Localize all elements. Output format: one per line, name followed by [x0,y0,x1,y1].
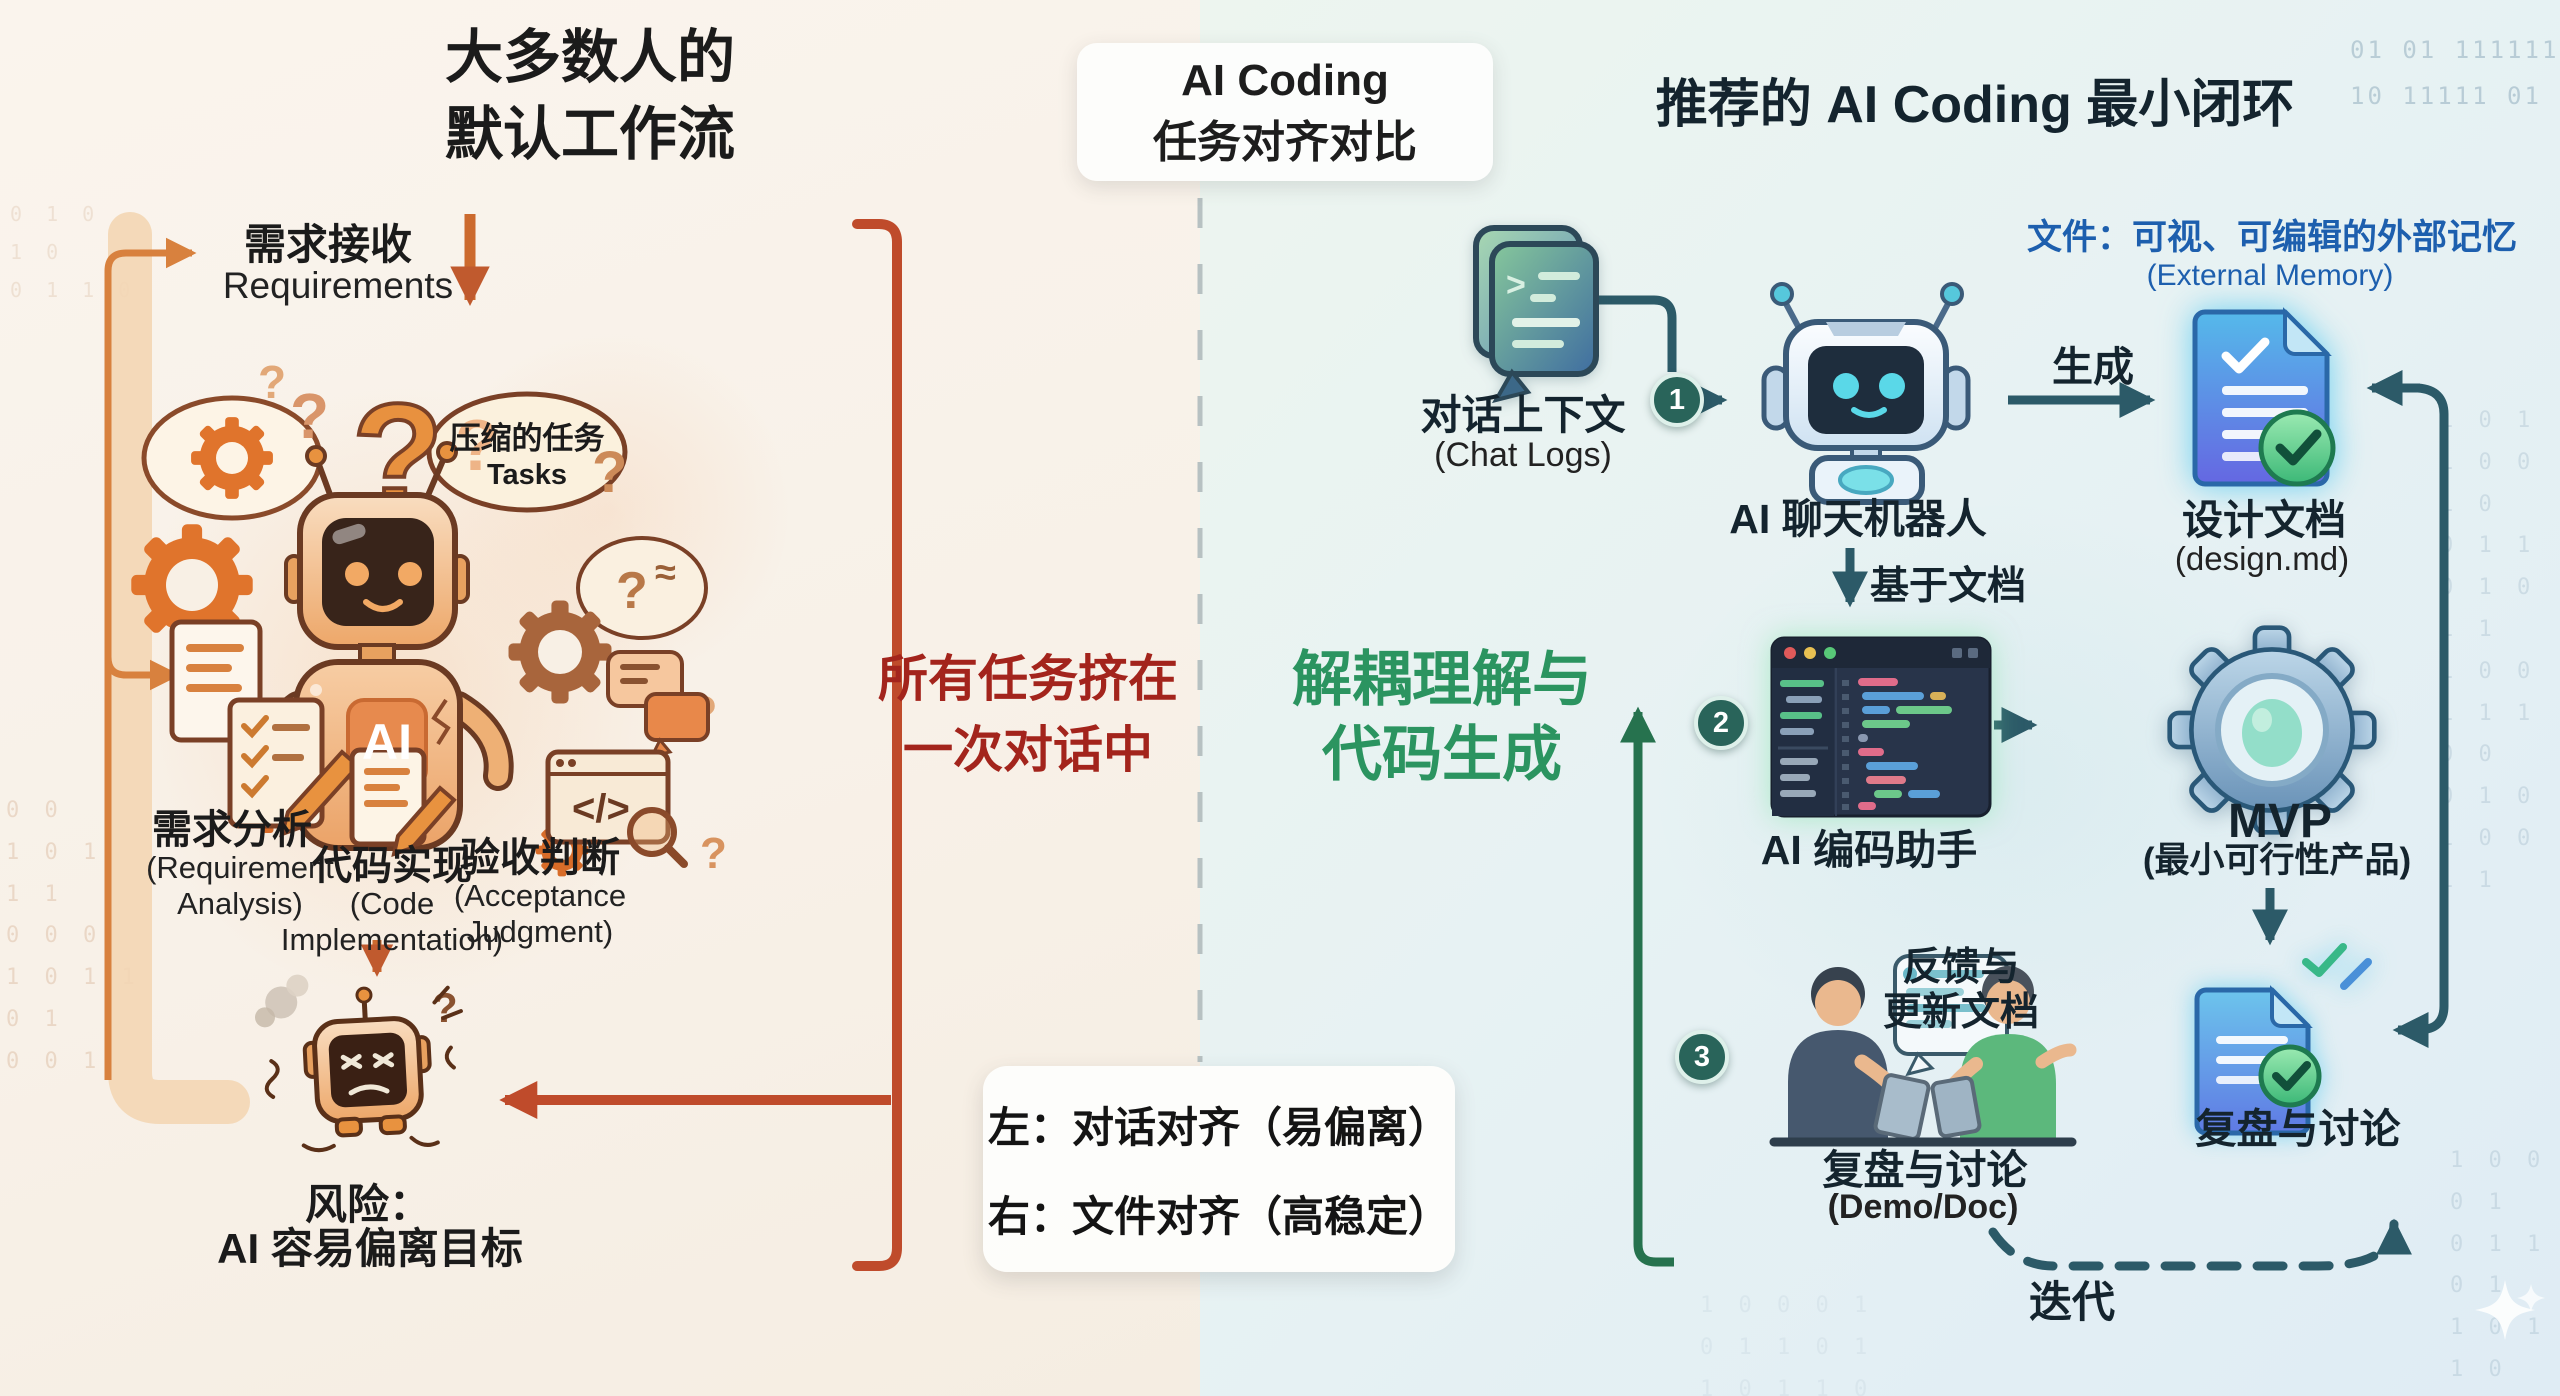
mvp-gear-icon [2170,628,2375,833]
task-acceptance-en2: Judgment) [466,913,614,949]
risk-label: 风险： [304,1181,432,1228]
left-title-line2: 默认工作流 [444,101,736,167]
code-doc-icon [349,747,457,858]
left-title-line1: 大多数人的 [444,25,736,90]
feedback-line1: 反馈与 [1902,946,2020,989]
feedback-line2: 更新文档 [1882,990,2040,1034]
ai-chatbot-label: AI 聊天机器人 [1729,496,1987,542]
requirement-doc-icon [169,619,361,838]
risk-text: AI 容易偏离目标 [217,1225,523,1272]
ai-chatbot-illustration [1761,282,1971,505]
right-note-line1: 解耦理解与 [1292,646,1592,713]
robot-chest-label: AI [362,714,412,770]
svg-text:</>: </> [572,787,630,831]
task-acceptance-sublabel: (Acceptance Judgment) [454,878,626,949]
acceptance-browser-icon: </> [545,749,688,868]
design-doc-sublabel: (design.md) [2174,540,2350,577]
review-doc-label: 复盘与讨论 [2195,1106,2401,1152]
task-code-sublabel: (Code Implementation) [281,886,503,957]
external-memory-note: 文件：可视、可编辑的外部记忆 [2026,218,2518,257]
design-doc-label: 设计文档 [2182,497,2346,543]
demo-doc-label: 复盘与讨论 [1822,1147,2028,1193]
iterate-label: 迭代 [2029,1279,2115,1327]
task-code-label: 代码实现 [312,844,472,888]
task-analysis-label: 需求分析 [152,808,312,852]
code-editor-icon [1770,636,1992,818]
demo-doc-sublabel: (Demo/Doc) [1827,1188,2019,1226]
design-doc-icon [2192,307,2336,487]
svg-text:?: ? [258,356,286,408]
summary-right-line: 右：文件对齐（高稳定） [987,1193,1450,1240]
task-code-en2: Implementation) [280,921,504,957]
thought-cloud-confusion [576,536,708,640]
chat-bubbles-icon [606,650,710,759]
task-acceptance-label: 验收判断 [460,836,620,880]
chat-context-label: 对话上下文 [1420,392,1626,438]
summary-left-line: 左：对话对齐（易偏离） [987,1104,1450,1151]
svg-text:?: ? [455,406,499,486]
svg-text:?: ? [290,380,329,452]
based-on-doc-label: 基于文档 [1869,565,2027,608]
task-analysis-en1: (Requirement [146,850,334,885]
svg-text:?: ? [700,829,727,878]
task-acceptance-en1: (Acceptance [453,878,627,913]
step-1-badge: 1 [1650,373,1704,427]
feedback-label: 反馈与 更新文档 [1883,946,2039,1036]
left-side-note: 所有任务挤在 一次对话中 [878,644,1178,786]
chat-context-sublabel: (Chat Logs) [1434,436,1612,474]
right-connectors [1592,295,2449,1271]
task-code-en1: (Code [349,886,435,921]
mvp-sublabel: (最小可行性产品) [2142,841,2412,880]
step-3-badge: 3 [1675,1030,1729,1084]
comparison-title-badge: AI Coding 任务对齐对比 [1077,43,1493,181]
svg-text:≈: ≈ [655,552,676,594]
external-memory-subnote: (External Memory) [2146,259,2394,292]
people-discussion-illustration [1769,954,2077,1147]
chat-logs-icon: > [1473,225,1599,404]
svg-text:?: ? [616,562,648,620]
right-note-line2: 代码生成 [1322,721,1562,788]
left-note-line2: 一次对话中 [903,722,1153,778]
task-analysis-en2: Analysis) [177,885,303,921]
summary-box: 左：对话对齐（易偏离） 右：文件对齐（高稳定） [983,1066,1455,1272]
svg-text:?: ? [592,440,627,505]
sparkle-decoration [2475,1280,2545,1340]
left-flow-band [104,212,250,1124]
svg-text:>: > [1506,266,1526,304]
left-note-line1: 所有任务挤在 [878,651,1178,707]
right-side-note: 解耦理解与 代码生成 [1292,642,1592,792]
badge-line2: 任务对齐对比 [1153,118,1417,167]
generate-label: 生成 [2052,344,2134,390]
compressed-tasks-sublabel: Tasks [486,459,568,491]
right-panel-title: 推荐的 AI Coding 最小闭环 [1655,76,2295,134]
task-analysis-sublabel: (Requirement Analysis) [146,850,334,921]
badge-line1: AI Coding [1181,55,1389,105]
compressed-tasks-label: 压缩的任务 [449,421,605,456]
ai-coder-label: AI 编码助手 [1760,827,1978,873]
compressed-tasks-cloud [426,391,628,513]
step-receive-sublabel: Requirements [222,265,454,306]
review-doc-icon [2194,943,2372,1136]
red-bracket [499,219,902,1271]
step-receive-label: 需求接收 [243,221,413,268]
angry-robot [254,974,463,1153]
mvp-label: MVP [2227,795,2333,848]
left-panel-title: 大多数人的 默认工作流 [445,20,735,173]
step-2-badge: 2 [1694,696,1748,750]
